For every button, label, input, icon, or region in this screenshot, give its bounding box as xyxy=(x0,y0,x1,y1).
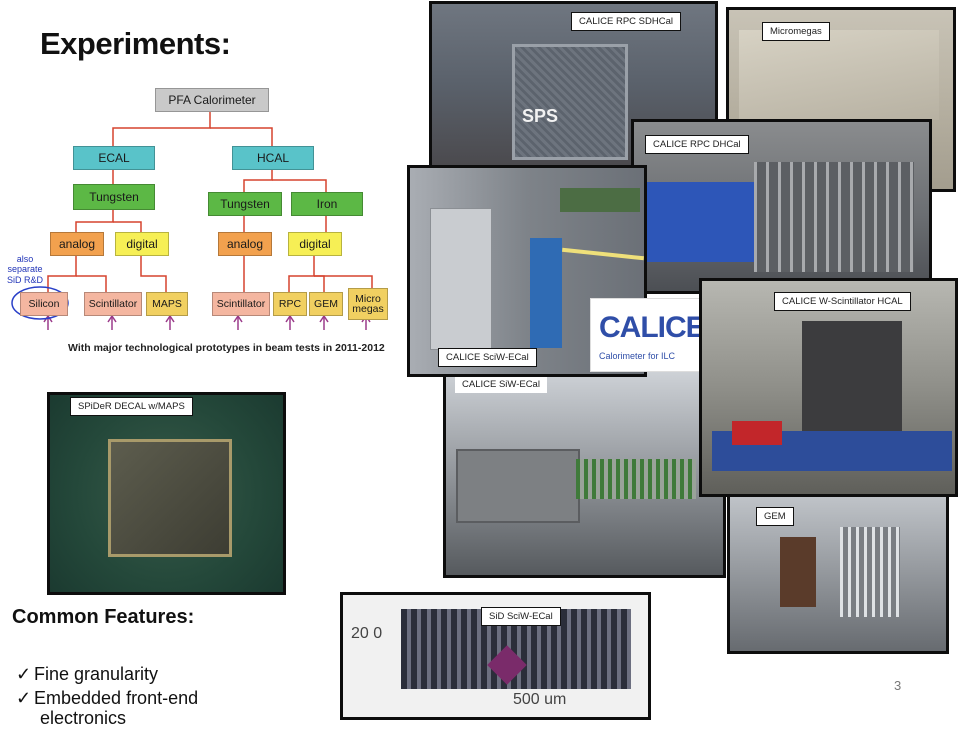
chip-side-label: 20 0 xyxy=(351,625,383,642)
leaf-rpc: RPC xyxy=(273,292,307,316)
sciw-frame xyxy=(430,208,492,350)
feature-item: ✓Fine granularity xyxy=(16,664,158,685)
feature-text: electronics xyxy=(40,708,127,728)
slide-title: Experiments: xyxy=(40,26,231,61)
sciw-pointer-arrow xyxy=(562,247,644,261)
check-icon: ✓ xyxy=(16,688,32,708)
check-icon: ✓ xyxy=(16,664,32,684)
node-hcal: HCAL xyxy=(232,146,314,170)
feature-text: Embedded front-end xyxy=(34,688,199,708)
hcal-stack xyxy=(802,321,902,431)
leaf-scintillator-ecal: Scintillator xyxy=(84,292,142,316)
label-spider-decal: SPiDeR DECAL w/MAPS xyxy=(70,397,193,416)
leaf-micromegas: Micro megas xyxy=(348,288,388,320)
hcal-red-toolbox xyxy=(732,421,782,445)
silicon-highlight-circle xyxy=(11,286,69,320)
label-sciw-ecal: CALICE SciW-ECal xyxy=(438,348,537,367)
feature-item: ✓Embedded front-end xyxy=(16,688,198,709)
micromegas-surface xyxy=(739,30,939,120)
photo-siw-ecal xyxy=(443,366,726,578)
leaf-gem: GEM xyxy=(309,292,343,316)
label-micromegas: Micromegas xyxy=(762,22,830,41)
separate-sid-note: also separate SiD R&D xyxy=(6,254,43,285)
node-hcal-analog: analog xyxy=(218,232,272,256)
dhcal-cassettes xyxy=(754,162,914,272)
node-ecal: ECAL xyxy=(73,146,155,170)
leaf-maps: MAPS xyxy=(146,292,188,316)
label-w-scint-hcal: CALICE W-Scintillator HCAL xyxy=(774,292,911,311)
tree-connectors xyxy=(11,110,373,330)
beam-test-note: With major technological prototypes in b… xyxy=(68,342,385,354)
sps-text: SPS xyxy=(522,106,559,126)
label-rpc-sdhcal: CALICE RPC SDHCal xyxy=(571,12,681,31)
calice-logo-text: CALICE xyxy=(599,311,706,344)
features-heading: Common Features: xyxy=(12,606,195,628)
node-pfa-calorimeter: PFA Calorimeter xyxy=(155,88,269,112)
gem-brown-module xyxy=(780,537,816,607)
node-ecal-analog: analog xyxy=(50,232,104,256)
calice-tagline: Calorimeter for ILC xyxy=(599,351,676,361)
photo-spider-decal xyxy=(47,392,286,595)
photo-gem xyxy=(727,494,949,654)
chip-scale-label: 500 um xyxy=(513,691,567,708)
photo-w-scint-hcal xyxy=(699,278,958,497)
sciw-circuit-board xyxy=(560,188,640,212)
calorimeter-tree-diagram: PFA Calorimeter ECAL HCAL Tungsten Tungs… xyxy=(0,80,400,370)
sciw-blue-module xyxy=(530,238,562,348)
leaf-scintillator-hcal: Scintillator xyxy=(212,292,270,316)
feature-text: Fine granularity xyxy=(34,664,159,684)
node-ecal-tungsten: Tungsten xyxy=(73,184,155,210)
leaf-silicon: Silicon xyxy=(20,292,68,316)
photo-rpc-dhcal xyxy=(631,119,932,294)
label-gem: GEM xyxy=(756,507,794,526)
node-ecal-digital: digital xyxy=(115,232,169,256)
spider-sensor-chip xyxy=(108,439,232,557)
node-hcal-tungsten: Tungsten xyxy=(208,192,282,216)
label-sid-sciw-ecal: SiD SciW-ECal xyxy=(481,607,561,626)
calice-logo: CALICE Calorimeter for ILC xyxy=(590,298,720,372)
dhcal-blue-frame xyxy=(644,182,754,262)
gem-cables xyxy=(840,527,900,617)
node-hcal-iron: Iron xyxy=(291,192,363,216)
node-hcal-digital: digital xyxy=(288,232,342,256)
page-number: 3 xyxy=(894,678,902,693)
siw-ecal-boards xyxy=(576,459,696,499)
sdhcal-cassette xyxy=(512,44,628,160)
label-rpc-dhcal: CALICE RPC DHCal xyxy=(645,135,749,154)
siw-ecal-box xyxy=(456,449,580,523)
label-siw-ecal: CALICE SiW-ECal xyxy=(455,376,547,393)
feature-item: electronics xyxy=(40,708,126,729)
